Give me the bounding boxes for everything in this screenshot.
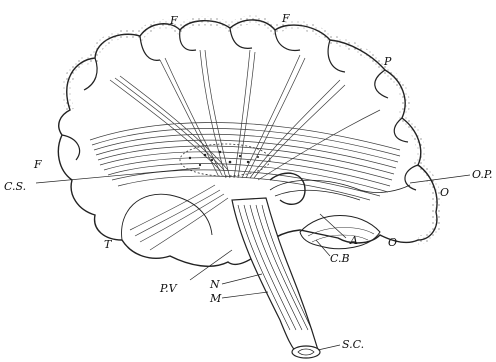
label-f-top-right: F <box>281 12 290 25</box>
label-cb: C.B <box>330 252 350 265</box>
label-o-lower: O <box>388 236 397 249</box>
label-o-upper: O <box>440 186 449 199</box>
spinal-cord-section <box>292 346 320 358</box>
label-f-left: F <box>33 158 42 171</box>
label-op: O.P. <box>472 168 493 181</box>
label-n: N <box>209 278 220 291</box>
label-f-top-left: F <box>169 14 178 27</box>
label-p: P <box>383 55 392 68</box>
label-cs: C.S. <box>4 180 26 193</box>
label-pv: P.V <box>159 282 178 295</box>
label-m: M <box>209 292 222 305</box>
label-sc: S.C. <box>342 338 364 351</box>
label-t: T <box>104 238 113 251</box>
label-a: A <box>349 234 358 247</box>
